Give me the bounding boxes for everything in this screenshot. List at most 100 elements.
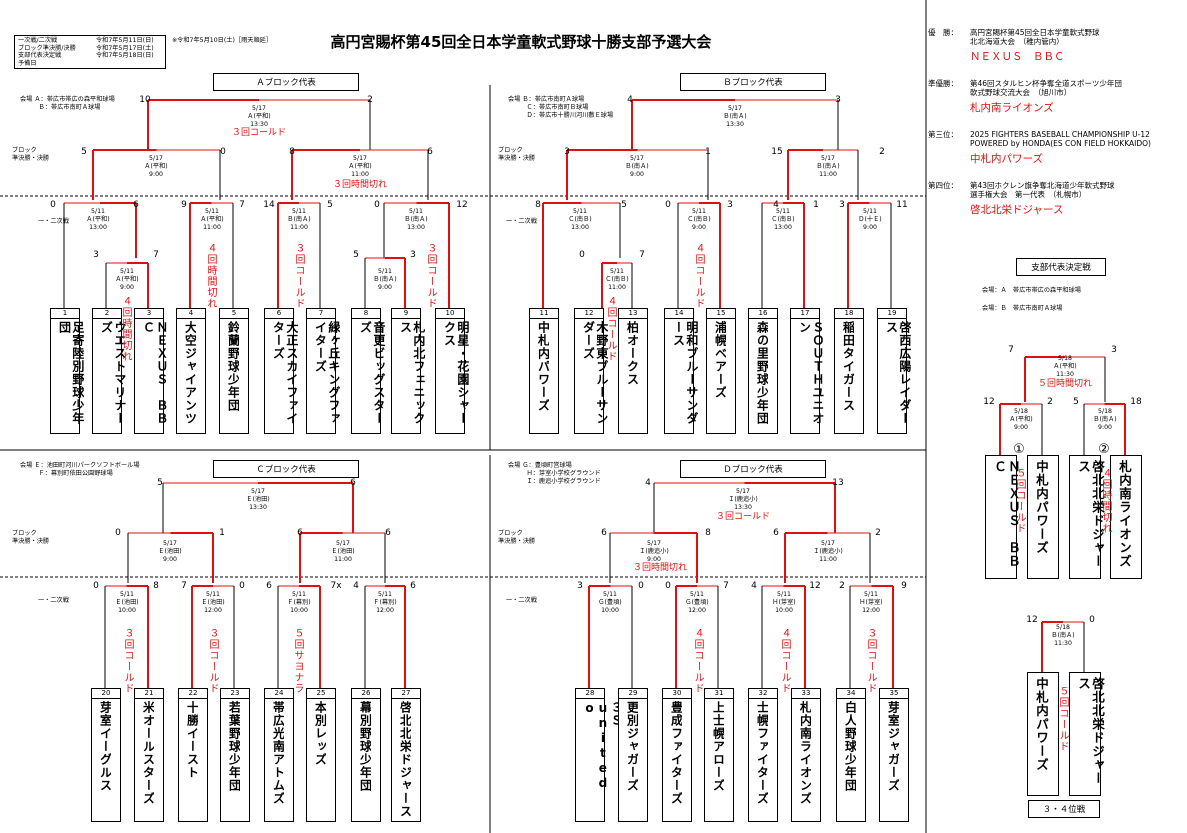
- team-number: 2: [93, 309, 121, 319]
- game-venue: Ｂ(南Ａ): [287, 216, 311, 223]
- result-rank: 第四位：: [928, 181, 958, 190]
- score: 11: [896, 200, 908, 210]
- final-team-box[interactable]: 啓北北栄ドジャース: [1069, 672, 1105, 796]
- game-venue: Ａ(平和): [115, 276, 139, 283]
- game-venue: Ａ(平和): [1009, 416, 1033, 423]
- rain-note: ※令和7年5月10日(土)［雨天順延］: [172, 37, 273, 44]
- team-box[interactable]: 14 明和ブルーサンダース: [664, 308, 698, 434]
- game-time: 12:00: [688, 607, 706, 614]
- game-date: 5/11: [573, 208, 587, 215]
- score: 0: [93, 581, 99, 591]
- score: 7: [181, 581, 187, 591]
- game-time: 11:00: [203, 224, 221, 231]
- team-number: 14: [665, 309, 693, 319]
- team-number: 16: [749, 309, 777, 319]
- game-venue: Ｈ(芽室): [859, 599, 883, 606]
- game-date: 5/11: [864, 591, 878, 598]
- game-time: 13:30: [249, 504, 267, 511]
- game-time: 11:00: [290, 224, 308, 231]
- game-time: 9:00: [692, 224, 706, 231]
- team-name: 米オールスターズ: [141, 701, 155, 805]
- team-number: 25: [307, 689, 335, 699]
- score: 6: [410, 581, 416, 591]
- team-name: 白人野球少年団: [843, 701, 857, 792]
- team-number: 28: [576, 689, 604, 699]
- final-team-box[interactable]: 札内南ライオンズ: [1110, 455, 1142, 579]
- final-team-box[interactable]: 中札内パワーズ: [1027, 455, 1059, 579]
- game-time: 10:00: [290, 607, 308, 614]
- score: 2: [879, 147, 885, 157]
- final-team-box[interactable]: ＮＥＸＵＳ ＢＢＣ: [985, 455, 1021, 579]
- score: 6: [266, 581, 272, 591]
- score: 9: [901, 581, 907, 591]
- final-team-box[interactable]: 啓北北栄ドジャース: [1069, 455, 1105, 579]
- game-venue: Ｂ(南Ａ): [625, 163, 649, 170]
- score: 2: [1047, 397, 1053, 407]
- team-number: 32: [749, 689, 777, 699]
- schedule-box: [14, 35, 166, 69]
- score: 3: [410, 250, 416, 260]
- game-venue: Ｂ(南Ａ): [373, 276, 397, 283]
- score: 3: [93, 250, 99, 260]
- circled-1: ①: [1013, 442, 1025, 457]
- game-date: 5/11: [91, 208, 105, 215]
- final-team-box[interactable]: 中札内パワーズ: [1027, 672, 1059, 796]
- game-date: 5/11: [692, 208, 706, 215]
- score: 2: [875, 528, 881, 538]
- game-date: 5/18: [1098, 408, 1112, 415]
- team-name: 明星・花園シャークス: [442, 321, 469, 425]
- team-number: 3: [135, 309, 163, 319]
- block-semi-label: 準決勝・決勝: [12, 155, 50, 162]
- final-team-name: ＮＥＸＵＳ ＢＢＣ: [992, 460, 1021, 568]
- round-label: 一・二次戦: [506, 597, 537, 604]
- game-date: 5/11: [603, 591, 617, 598]
- game-venue: Ｉ(鹿追小): [728, 496, 758, 503]
- score: 3: [839, 200, 845, 210]
- result-rank: 優 勝：: [928, 28, 958, 37]
- team-number: 33: [792, 689, 820, 699]
- score: 4: [353, 581, 359, 591]
- team-number: 12: [575, 309, 603, 319]
- game-date: 5/11: [776, 208, 790, 215]
- team-name: ＳＯＵＴＨユニオン: [797, 321, 824, 425]
- game-time: 9:00: [149, 171, 163, 178]
- game-venue: Ｆ(幕別): [287, 599, 311, 606]
- team-name: 音更ビッグスターズ: [358, 321, 385, 425]
- team-name: 明和ブルーサンダース: [671, 321, 698, 425]
- score: 0: [1089, 615, 1095, 625]
